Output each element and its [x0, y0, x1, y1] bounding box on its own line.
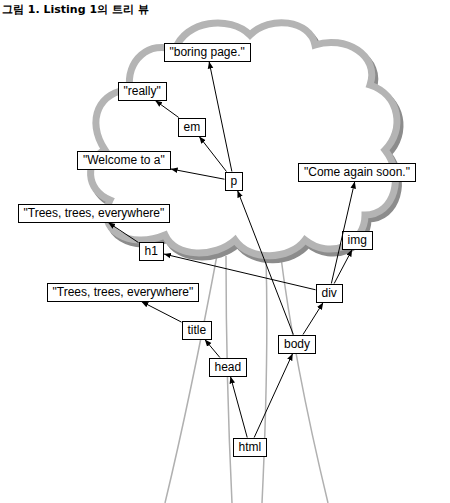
- node-label: h1: [145, 244, 158, 259]
- tree-node-box: div: [316, 284, 343, 303]
- tree-node-box: "Come again soon.": [298, 163, 416, 182]
- node-label: div: [322, 286, 337, 301]
- tree-node-box: "Trees, trees, everywhere": [18, 204, 171, 223]
- tree-edge: [254, 354, 292, 438]
- trunk-line: [262, 256, 267, 503]
- tree-node-box: h1: [139, 242, 164, 261]
- tree-node-box: "Welcome to a": [77, 151, 171, 170]
- tree-edge: [331, 182, 354, 284]
- tree-node-box: "boring page.": [164, 43, 251, 62]
- tree-edge: [155, 101, 178, 118]
- tree-node-box: head: [209, 358, 248, 377]
- node-label: "Welcome to a": [83, 153, 165, 168]
- node-label: p: [231, 174, 238, 189]
- node-label: "really": [124, 84, 161, 99]
- node-label: head: [215, 360, 242, 375]
- tree-edge: [141, 302, 181, 323]
- node-label: title: [188, 323, 207, 338]
- tree-edge: [171, 169, 225, 179]
- tree-edge: [108, 223, 138, 243]
- node-label: "Trees, trees, everywhere": [24, 206, 165, 221]
- tree-edge: [205, 340, 220, 358]
- tree-node-box: html: [233, 438, 268, 457]
- tree-edge: [230, 377, 247, 438]
- node-label: em: [184, 120, 201, 135]
- tree-edge: [199, 137, 226, 172]
- tree-node-box: "really": [118, 82, 167, 101]
- node-label: body: [284, 337, 310, 352]
- tree-node-box: title: [182, 321, 213, 340]
- figure-title: 그림 1. Listing 1의 트리 뷰: [2, 2, 149, 17]
- node-label: "Come again soon.": [304, 165, 410, 180]
- tree-edge: [334, 250, 352, 284]
- node-label: "boring page.": [170, 45, 245, 60]
- tree-node-box: img: [342, 231, 373, 250]
- tree-edge: [238, 191, 294, 335]
- trunk-line: [226, 256, 232, 503]
- tree-node-box: "Trees, trees, everywhere": [47, 283, 200, 302]
- node-label: "Trees, trees, everywhere": [53, 285, 194, 300]
- tree-edge: [164, 254, 316, 290]
- tree-node-box: em: [178, 118, 207, 137]
- tree-edge: [209, 62, 232, 172]
- tree-node-box: p: [225, 172, 244, 191]
- tree-edge: [303, 303, 323, 335]
- node-label: img: [348, 233, 367, 248]
- node-label: html: [239, 440, 262, 455]
- tree-node-box: body: [278, 335, 316, 354]
